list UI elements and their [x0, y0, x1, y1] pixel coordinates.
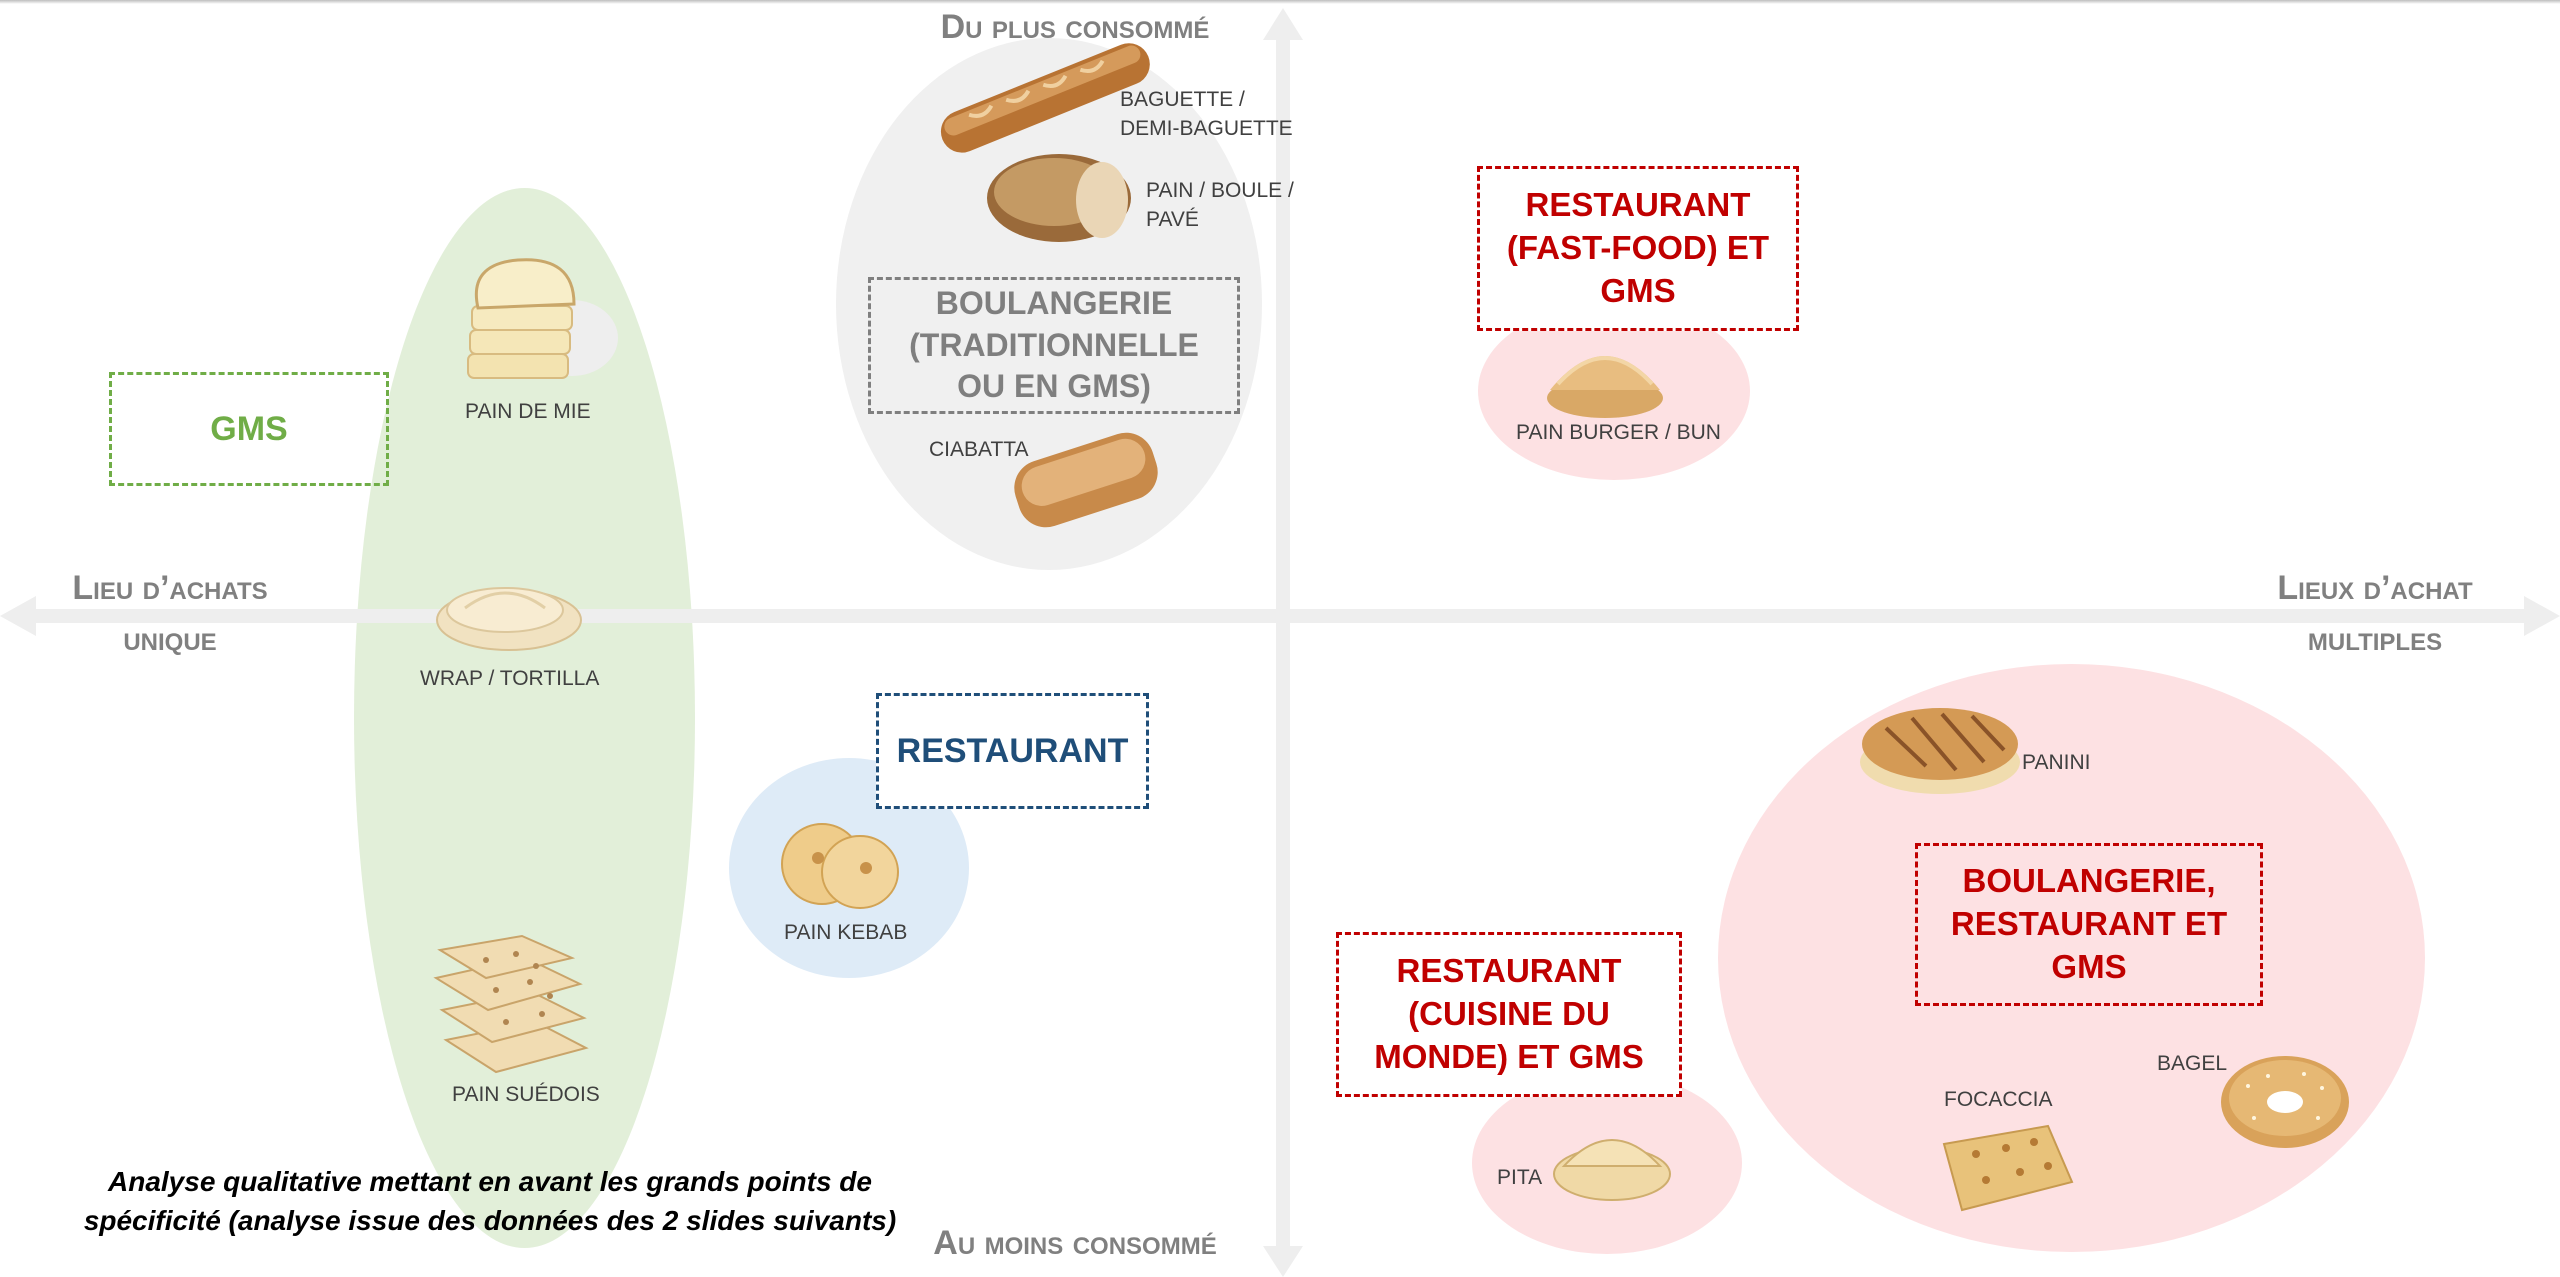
- top-border: [0, 0, 2560, 4]
- group-boulangerie-resto-ellipse: [1718, 664, 2425, 1252]
- focaccia-image: [1942, 1124, 2074, 1212]
- burger-bun-image: [1547, 356, 1663, 418]
- label-bagel: BAGEL: [2157, 1052, 2228, 1075]
- pita-image: [1553, 1139, 1671, 1201]
- axis-title-left: Lieu d’achats unique: [72, 569, 268, 658]
- baguette-image: [940, 43, 1150, 153]
- label-pain-de-mie: PAIN DE MIE: [465, 400, 591, 423]
- pain-suedois-image: [433, 934, 589, 1074]
- label-focaccia: FOCACCIA: [1944, 1088, 2053, 1111]
- axis-arrow-right: [2524, 596, 2560, 636]
- pain-boule-image: [987, 154, 1131, 242]
- channel-box-gms: GMS: [109, 372, 389, 486]
- vertical-axis: [1276, 30, 1290, 1250]
- label-pain-boule: PAIN / BOULE / PAVÉ: [1146, 179, 1294, 232]
- label-ciabatta: CIABATTA: [929, 438, 1029, 461]
- channel-box-restaurant: RESTAURANT: [876, 693, 1149, 809]
- bagel-image: [2221, 1056, 2349, 1148]
- wrap-image: [436, 587, 582, 651]
- label-panini: PANINI: [2022, 751, 2091, 774]
- channel-box-cuisine-monde: RESTAURANT (CUISINE DU MONDE) ET GMS: [1336, 932, 1682, 1097]
- pain-kebab-image: [781, 823, 899, 909]
- ciabatta-image: [1014, 432, 1158, 528]
- axis-arrow-left: [0, 596, 36, 636]
- pain-de-mie-image: [467, 258, 618, 379]
- label-wrap: WRAP / TORTILLA: [420, 667, 600, 690]
- axis-title-right: Lieux d’achat multiples: [2277, 569, 2473, 658]
- label-pain-suedois: PAIN SUÉDOIS: [452, 1083, 600, 1106]
- label-kebab: PAIN KEBAB: [784, 921, 908, 944]
- channel-box-fastfood: RESTAURANT (FAST-FOOD) ET GMS: [1477, 166, 1799, 331]
- axis-title-top: Du plus consommé: [940, 8, 1210, 46]
- axis-arrow-top: [1263, 8, 1303, 40]
- label-burger: PAIN BURGER / BUN: [1516, 421, 1721, 444]
- channel-box-boulangerie-resto: BOULANGERIE, RESTAURANT ET GMS: [1915, 843, 2263, 1006]
- panini-image: [1860, 708, 2020, 794]
- axis-title-bottom: Au moins consommé: [933, 1224, 1217, 1262]
- axis-arrow-bottom: [1263, 1246, 1303, 1277]
- channel-box-boulangerie: BOULANGERIE (TRADITIONNELLE OU EN GMS): [868, 277, 1240, 414]
- label-pita: PITA: [1497, 1166, 1543, 1189]
- label-baguette: BAGUETTE / DEMI-BAGUETTE: [1120, 88, 1293, 141]
- analysis-caption: Analyse qualitative mettant en avant les…: [83, 1166, 897, 1237]
